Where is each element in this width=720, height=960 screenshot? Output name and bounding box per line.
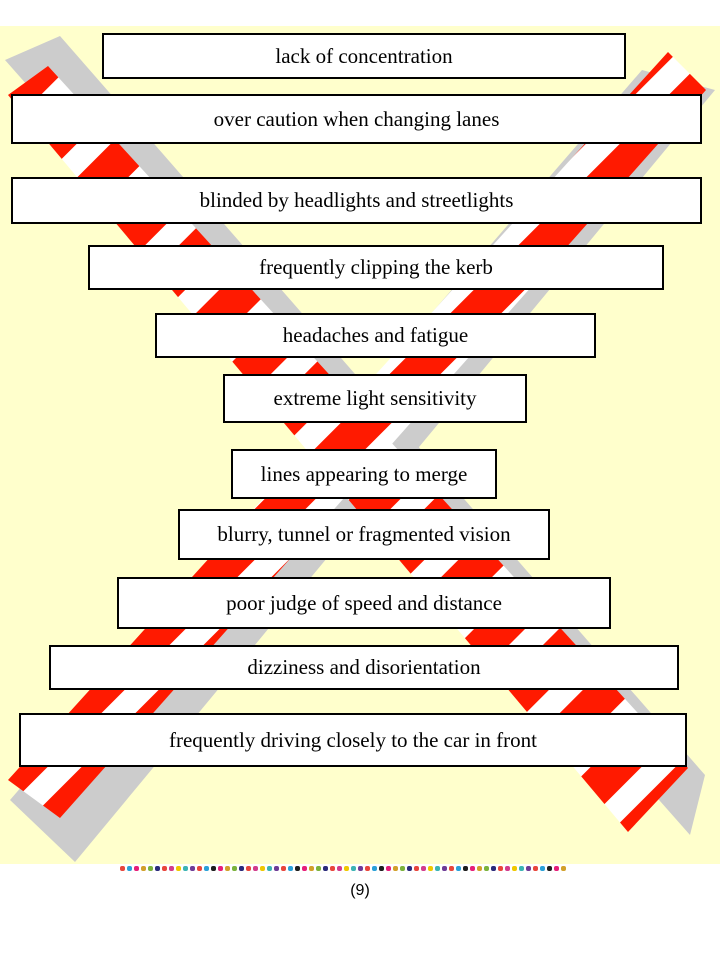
decorative-dot	[491, 866, 496, 871]
decorative-dot	[288, 866, 293, 871]
decorative-dot	[190, 866, 195, 871]
symptom-text: frequently clipping the kerb	[259, 255, 493, 279]
decorative-dot	[295, 866, 300, 871]
decorative-dot	[547, 866, 552, 871]
decorative-dot	[155, 866, 160, 871]
symptom-text: lack of concentration	[275, 43, 453, 68]
symptom-box: extreme light sensitivity	[223, 374, 527, 423]
decorative-dot	[386, 866, 391, 871]
decorative-dot	[484, 866, 489, 871]
decorative-dot	[120, 866, 125, 871]
decorative-dot	[323, 866, 328, 871]
decorative-dot	[400, 866, 405, 871]
decorative-dot	[127, 866, 132, 871]
decorative-dot	[428, 866, 433, 871]
decorative-dot	[554, 866, 559, 871]
decorative-dot	[463, 866, 468, 871]
decorative-dot	[183, 866, 188, 871]
decorative-dot	[337, 866, 342, 871]
decorative-dot	[344, 866, 349, 871]
decorative-dot-strip	[120, 866, 566, 872]
symptom-box: over caution when changing lanes	[11, 94, 702, 144]
decorative-dot	[358, 866, 363, 871]
symptom-text: dizziness and disorientation	[247, 655, 481, 679]
decorative-dot	[477, 866, 482, 871]
decorative-dot	[435, 866, 440, 871]
decorative-dot	[134, 866, 139, 871]
decorative-dot	[512, 866, 517, 871]
decorative-dot	[211, 866, 216, 871]
decorative-dot	[393, 866, 398, 871]
decorative-dot	[379, 866, 384, 871]
decorative-dot	[449, 866, 454, 871]
symptom-text: blurry, tunnel or fragmented vision	[217, 522, 511, 546]
symptom-box: frequently driving closely to the car in…	[19, 713, 687, 767]
decorative-dot	[351, 866, 356, 871]
decorative-dot	[498, 866, 503, 871]
page-number: (9)	[350, 882, 370, 899]
symptom-text: blinded by headlights and streetlights	[199, 188, 514, 212]
symptom-box: blurry, tunnel or fragmented vision	[178, 509, 550, 560]
decorative-dot	[533, 866, 538, 871]
decorative-dot	[309, 866, 314, 871]
decorative-dot	[407, 866, 412, 871]
symptom-box: dizziness and disorientation	[49, 645, 679, 690]
symptom-box: lack of concentration	[102, 33, 626, 79]
symptom-box: blinded by headlights and streetlights	[11, 177, 702, 224]
symptom-box: headaches and fatigue	[155, 313, 596, 358]
decorative-dot	[141, 866, 146, 871]
decorative-dot	[372, 866, 377, 871]
symptom-text: extreme light sensitivity	[273, 386, 477, 410]
decorative-dot	[162, 866, 167, 871]
decorative-dot	[540, 866, 545, 871]
decorative-dot	[505, 866, 510, 871]
decorative-dot	[246, 866, 251, 871]
symptom-box: poor judge of speed and distance	[117, 577, 611, 629]
decorative-dot	[456, 866, 461, 871]
decorative-dot	[225, 866, 230, 871]
decorative-dot	[148, 866, 153, 871]
decorative-dot	[253, 866, 258, 871]
decorative-dot	[302, 866, 307, 871]
decorative-dot	[260, 866, 265, 871]
symptom-box: frequently clipping the kerb	[88, 245, 664, 290]
decorative-dot	[267, 866, 272, 871]
decorative-dot	[365, 866, 370, 871]
decorative-dot	[218, 866, 223, 871]
symptom-box: lines appearing to merge	[231, 449, 497, 499]
decorative-dot	[470, 866, 475, 871]
decorative-dot	[561, 866, 566, 871]
symptom-text: lines appearing to merge	[260, 461, 468, 486]
decorative-dot	[176, 866, 181, 871]
decorative-dot	[281, 866, 286, 871]
decorative-dot	[330, 866, 335, 871]
decorative-dot	[239, 866, 244, 871]
decorative-dot	[519, 866, 524, 871]
decorative-dot	[414, 866, 419, 871]
decorative-dot	[526, 866, 531, 871]
decorative-dot	[274, 866, 279, 871]
decorative-dot	[421, 866, 426, 871]
decorative-dot	[232, 866, 237, 871]
symptom-text: headaches and fatigue	[282, 323, 469, 347]
decorative-dot	[197, 866, 202, 871]
decorative-dot	[442, 866, 447, 871]
symptom-text: over caution when changing lanes	[213, 106, 500, 131]
decorative-dot	[204, 866, 209, 871]
symptom-text: frequently driving closely to the car in…	[169, 727, 537, 752]
symptom-text: poor judge of speed and distance	[226, 590, 502, 615]
decorative-dot	[169, 866, 174, 871]
decorative-dot	[316, 866, 321, 871]
